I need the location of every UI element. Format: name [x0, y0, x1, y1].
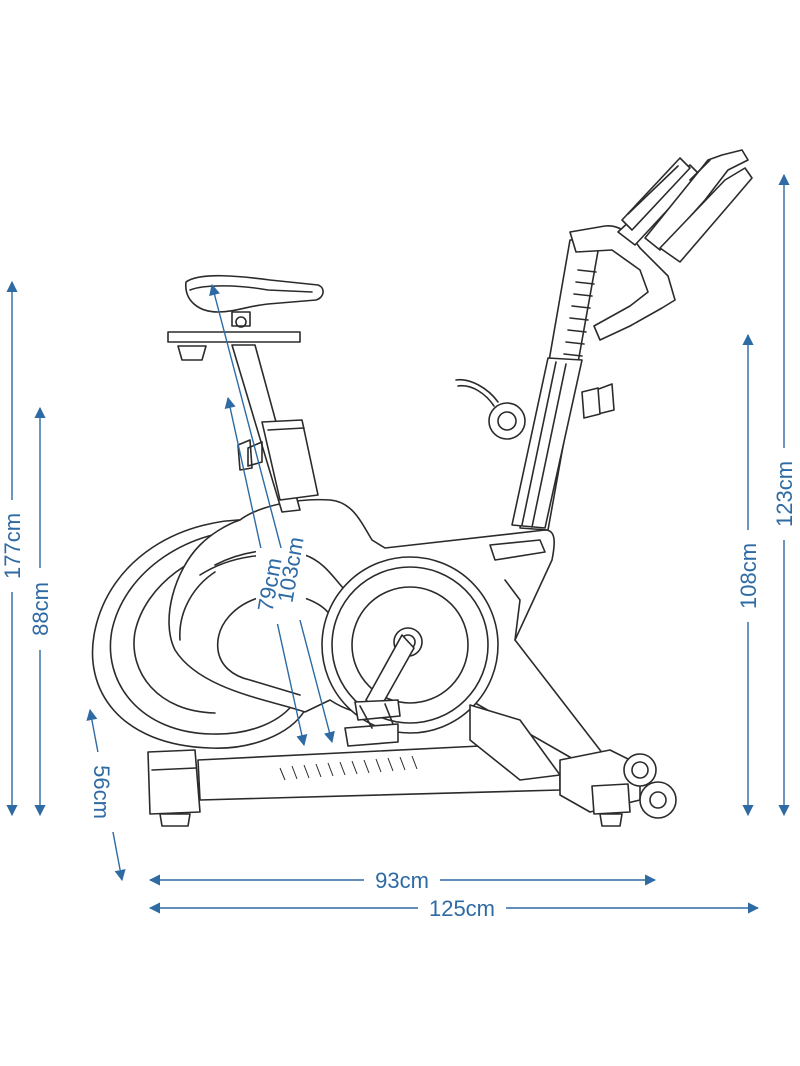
label-125cm: 125cm — [429, 896, 495, 921]
label-56cm: 56cm — [89, 765, 114, 819]
bike-drawing — [91, 149, 753, 827]
label-177cm: 177cm — [0, 513, 25, 579]
seat-post — [231, 344, 319, 513]
handlebar-stem — [511, 239, 615, 531]
resistance-knob — [455, 378, 526, 440]
label-108cm: 108cm — [736, 543, 761, 609]
label-93cm: 93cm — [375, 868, 429, 893]
dimension-labels: 177cm 88cm 56cm 79cm 103cm 108cm 123cm 9… — [0, 448, 797, 921]
crank-and-pedal — [344, 634, 415, 747]
label-123cm: 123cm — [772, 461, 797, 527]
label-88cm: 88cm — [28, 582, 53, 636]
base — [147, 704, 677, 827]
handlebars — [569, 149, 753, 341]
dimension-line-103 — [209, 283, 335, 744]
